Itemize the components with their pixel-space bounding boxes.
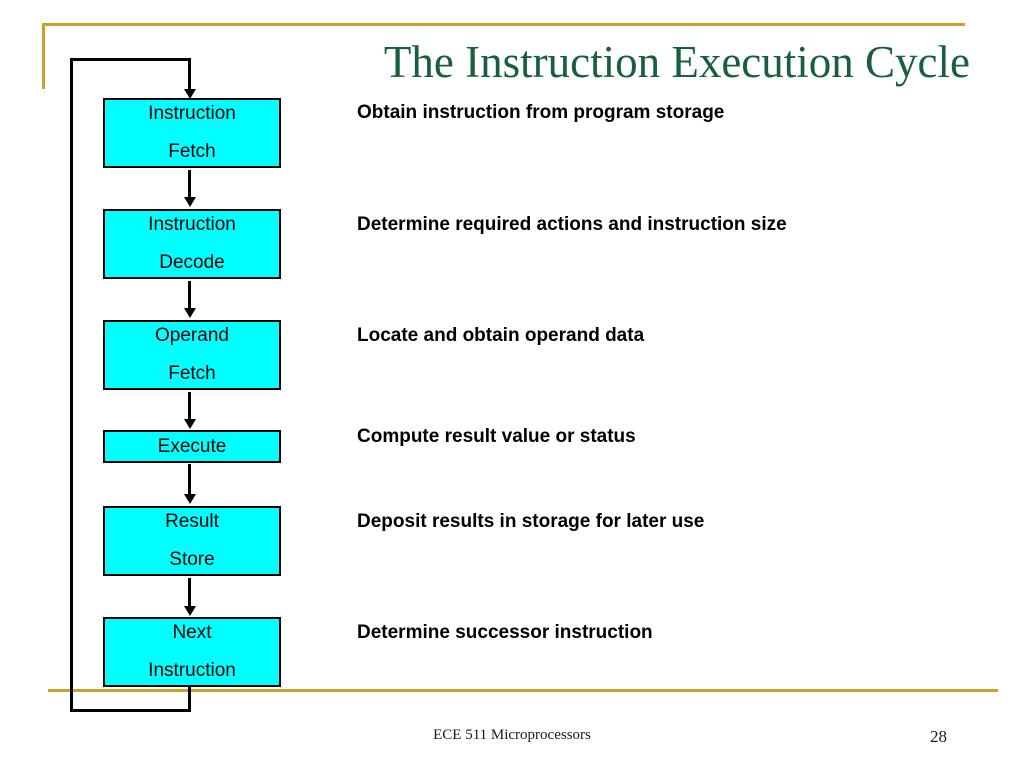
arrow-execute-to-result-store [183,464,196,504]
flow-box-label-line1: Execute [157,436,227,457]
description-next-instruction: Determine successor instruction [357,622,653,643]
feedback-loop-segment-bottom [70,709,191,712]
arrow-decode-to-operand-fetch [183,281,196,318]
feedback-loop-segment-top [70,58,191,61]
flow-box-label-line2: Instruction [148,660,236,681]
footer-course-label: ECE 511 Microprocessors [433,727,591,743]
flow-box-label-line1: Instruction [148,214,236,235]
description-instruction-fetch: Obtain instruction from program storage [357,102,725,123]
flow-box-result-store[interactable]: Result Store [103,506,281,576]
flow-box-operand-fetch[interactable]: Operand Fetch [103,320,281,390]
flow-box-instruction-decode[interactable]: Instruction Decode [103,209,281,279]
description-operand-fetch: Locate and obtain operand data [357,325,645,346]
arrow-result-store-to-next-instruction [183,578,196,616]
accent-rule-top [42,23,965,26]
flow-box-label-line1: Operand [155,325,229,346]
feedback-loop-segment-left [70,58,73,712]
feedback-loop-arrow-into-fetch [183,58,196,99]
flow-box-instruction-fetch[interactable]: Instruction Fetch [103,98,281,168]
flow-box-label-line2: Fetch [168,141,216,162]
flow-box-label-line2: Decode [159,252,225,273]
flow-box-label-line2: Fetch [168,363,216,384]
flow-box-execute[interactable]: Execute [103,430,281,463]
arrow-fetch-to-decode [183,170,196,207]
slide-title: The Instruction Execution Cycle [383,37,970,87]
flow-box-label-line2: Store [169,549,215,570]
accent-rule-bottom [48,689,998,692]
flow-box-label-line1: Next [172,622,212,643]
description-result-store: Deposit results in storage for later use [357,511,705,532]
flow-box-next-instruction[interactable]: Next Instruction [103,617,281,687]
flow-box-label-line1: Instruction [148,103,236,124]
description-execute: Compute result value or status [357,426,636,447]
description-instruction-decode: Determine required actions and instructi… [357,214,787,235]
arrow-operand-fetch-to-execute [183,392,196,429]
flow-box-label-line1: Result [165,511,219,532]
accent-rule-left [42,23,45,89]
footer-page-number: 28 [930,727,947,746]
feedback-loop-segment-down [188,687,191,712]
